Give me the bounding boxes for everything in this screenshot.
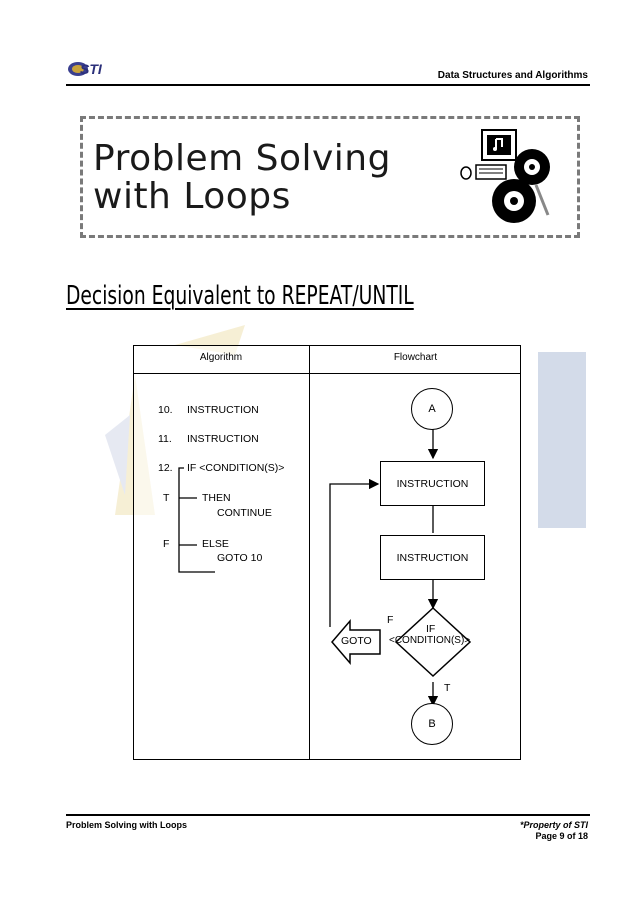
footer-right: *Property of STI Page 9 of 18 — [440, 820, 588, 842]
algo-line-10-number: 10. — [158, 404, 173, 416]
flowchart-condition-label: <CONDITION(S)> — [389, 635, 471, 646]
algo-continue: CONTINUE — [217, 507, 272, 519]
footer-rule — [66, 814, 590, 816]
sti-logo: STI — [66, 60, 112, 78]
computer-cd-icon — [452, 125, 567, 233]
chapter-banner — [80, 116, 580, 238]
flowchart-true-label: T — [444, 682, 451, 694]
flowchart-start-connector: A — [411, 388, 453, 430]
flowchart-end-connector: B — [411, 703, 453, 745]
chapter-title: Problem Solving with Loops — [93, 140, 391, 216]
algo-line-12-number: 12. — [158, 462, 173, 474]
svg-text:STI: STI — [80, 61, 103, 77]
algo-line-11-number: 11. — [158, 433, 172, 445]
table-header-rule — [133, 373, 521, 374]
course-title: Data Structures and Algorithms — [437, 70, 588, 81]
section-title: Decision Equivalent to REPEAT/UNTIL — [66, 281, 414, 311]
header-rule — [66, 84, 590, 86]
flowchart-false-label: F — [387, 614, 394, 626]
chapter-title-line1: Problem Solving — [93, 138, 391, 179]
algo-true-label: T — [163, 492, 170, 504]
table-column-divider — [309, 345, 310, 760]
column-header-algorithm: Algorithm — [199, 352, 243, 363]
flowchart-if-label: IF — [426, 623, 436, 635]
algo-false-label: F — [163, 538, 170, 550]
footer-property: *Property of STI — [519, 820, 588, 830]
algo-line-12-text: IF <CONDITION(S)> — [187, 462, 285, 474]
flowchart-instruction-1: INSTRUCTION — [380, 461, 485, 506]
algo-line-11-text: INSTRUCTION — [187, 433, 259, 445]
algo-branch-bracket — [175, 464, 215, 576]
flowchart-connectors — [310, 374, 521, 760]
flowchart-goto-label: GOTO — [341, 635, 372, 647]
footer-title: Problem Solving with Loops — [66, 820, 188, 830]
algo-line-10-text: INSTRUCTION — [187, 404, 259, 416]
algo-then: THEN — [202, 492, 231, 504]
algo-else: ELSE — [202, 538, 229, 550]
algo-goto: GOTO 10 — [217, 552, 263, 564]
chapter-title-line2: with Loops — [93, 176, 291, 217]
flowchart-instruction-2: INSTRUCTION — [380, 535, 485, 580]
watermark-bar-right — [538, 352, 586, 528]
column-header-flowchart: Flowchart — [393, 352, 438, 363]
footer-page-number: Page 9 of 18 — [535, 831, 588, 841]
